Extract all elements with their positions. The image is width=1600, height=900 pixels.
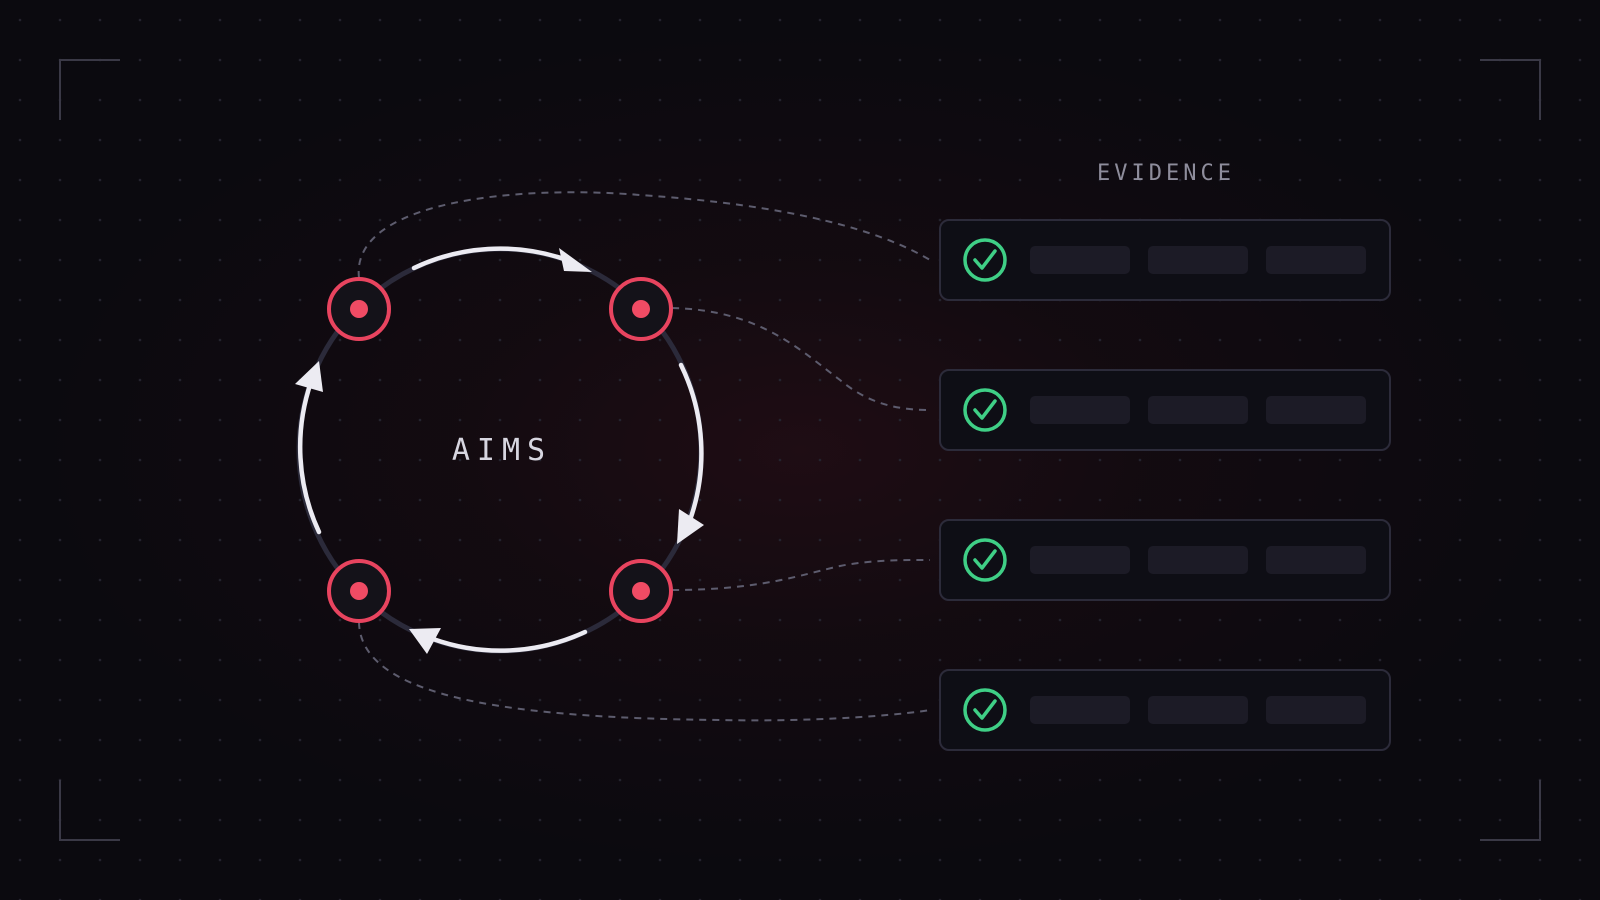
node-top-left: [327, 277, 391, 341]
placeholder-bar: [1148, 396, 1248, 424]
placeholder-bar: [1148, 546, 1248, 574]
placeholder-bar: [1266, 546, 1366, 574]
placeholder-bar: [1266, 696, 1366, 724]
arrow-head-top-icon: [559, 248, 592, 272]
corner-mark-bottom-left: [59, 780, 120, 841]
placeholder-bar: [1030, 246, 1130, 274]
connectors: [357, 191, 931, 722]
check-circle-icon: [963, 238, 1007, 282]
placeholder-bar: [1030, 396, 1130, 424]
node-top-right: [609, 277, 673, 341]
placeholder-bar: [1030, 696, 1130, 724]
center-label: AIMS: [452, 433, 552, 468]
node-bottom-right: [609, 559, 673, 623]
corner-mark-top-right: [1480, 59, 1541, 120]
arrow-head-left-icon: [295, 361, 323, 392]
node-dot: [632, 582, 650, 600]
node-dot: [632, 300, 650, 318]
evidence-title: EVIDENCE: [1097, 161, 1235, 186]
cycle-arc-bottom: [430, 629, 588, 653]
placeholder-bar: [1148, 696, 1248, 724]
corner-mark-top-left: [59, 59, 120, 120]
cycle-arc-right: [678, 362, 704, 523]
connector-node-bottom-right: [671, 559, 931, 591]
corner-mark-bottom-right: [1480, 780, 1541, 841]
connector-node-top-right: [671, 307, 931, 411]
check-circle-icon: [963, 388, 1007, 432]
arrow-head-bottom-icon: [409, 628, 441, 654]
check-circle-icon: [963, 688, 1007, 732]
arrow-head-right-icon: [677, 509, 704, 544]
check-circle-icon: [963, 538, 1007, 582]
node-bottom-left: [327, 559, 391, 623]
corner-marks: [59, 59, 1541, 841]
node-dot: [350, 300, 368, 318]
placeholder-bar: [1266, 396, 1366, 424]
cycle-arcs: [297, 246, 704, 653]
placeholder-bar: [1148, 246, 1248, 274]
cycle-nodes: [327, 277, 673, 623]
cycle-arrowheads: [295, 248, 704, 654]
cycle-arc-top: [411, 246, 567, 271]
evidence-card: [939, 519, 1391, 601]
evidence-card: [939, 669, 1391, 751]
placeholder-bar: [1030, 546, 1130, 574]
cycle-arc-left: [297, 379, 322, 535]
evidence-list: [939, 219, 1391, 751]
evidence-card: [939, 369, 1391, 451]
evidence-card: [939, 219, 1391, 301]
connector-node-top-left: [357, 191, 931, 279]
node-dot: [350, 582, 368, 600]
placeholder-bar: [1266, 246, 1366, 274]
connector-node-bottom-left: [358, 621, 931, 722]
